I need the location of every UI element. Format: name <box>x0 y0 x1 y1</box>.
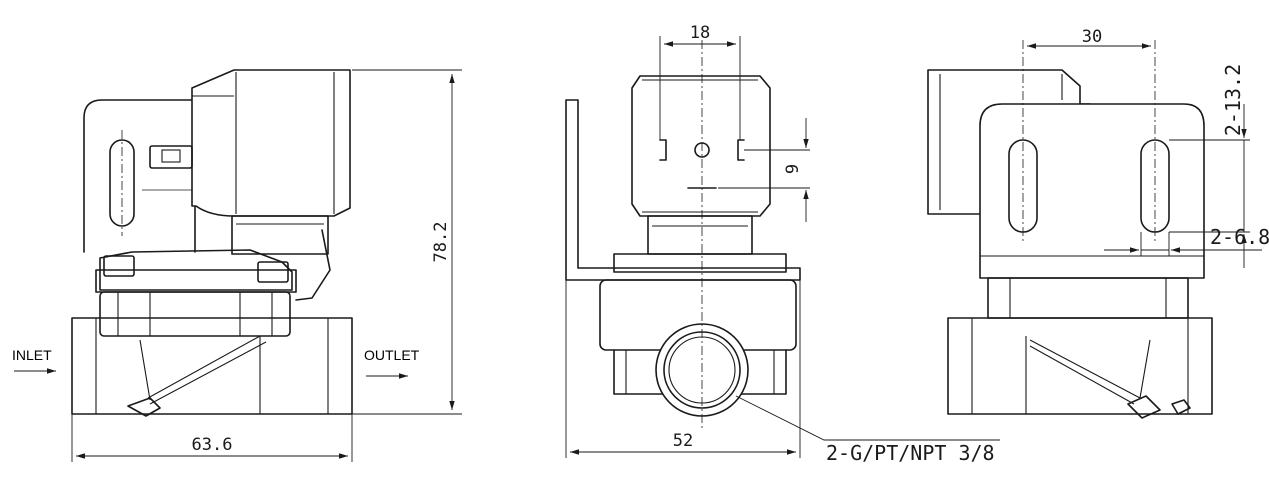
side-armature-tube <box>231 215 329 255</box>
dim-slot-width: 2-6.8 <box>1210 225 1269 249</box>
outlet-label: OUTLET <box>364 347 420 363</box>
side-coil-inner <box>192 72 335 214</box>
rear-bonnet <box>987 277 1189 319</box>
dim-slot-length: 2-13.2 <box>1221 64 1245 136</box>
front-terminal-right <box>737 139 745 161</box>
side-manual-lever <box>295 229 331 301</box>
side-bonnet-flange <box>95 269 297 293</box>
rear-view <box>927 40 1262 419</box>
rear-bracket <box>979 103 1205 279</box>
front-armature-tube <box>647 215 753 255</box>
side-terminal-tab <box>161 149 181 163</box>
dim-slot-spacing: 30 <box>1082 27 1102 47</box>
rear-body-nub <box>1127 395 1161 419</box>
port-thread-label: 2-G/PT/NPT 3/8 <box>826 441 995 465</box>
side-terminal <box>149 145 193 169</box>
side-coil-housing <box>191 69 351 217</box>
side-bonnet-screw-l <box>103 255 135 277</box>
front-view <box>565 36 1000 458</box>
rear-corner-mark <box>1171 399 1191 415</box>
side-bracket-slot <box>109 139 135 227</box>
dim-width-side: 63.6 <box>192 435 233 455</box>
rear-body-rib <box>1029 339 1151 405</box>
inlet-label: INLET <box>12 347 52 363</box>
side-body-rib <box>139 335 267 405</box>
rear-valve-body <box>947 317 1213 415</box>
side-bonnet-body <box>99 291 291 337</box>
side-body-nub <box>127 397 161 417</box>
side-bracket <box>83 99 196 253</box>
dim-height: 78.2 <box>431 222 451 263</box>
port-leader <box>735 395 1000 441</box>
side-valve-body <box>71 317 353 415</box>
side-bonnet <box>99 249 293 291</box>
dim-terminal-offset: 9 <box>783 164 803 174</box>
dim-width-front: 52 <box>673 431 693 451</box>
side-bonnet-screw-r <box>257 261 289 283</box>
front-coil <box>631 75 771 217</box>
dim-terminal-spacing: 18 <box>690 23 710 43</box>
front-flange <box>613 253 787 273</box>
side-view <box>14 69 462 462</box>
front-terminal-left <box>659 139 667 161</box>
